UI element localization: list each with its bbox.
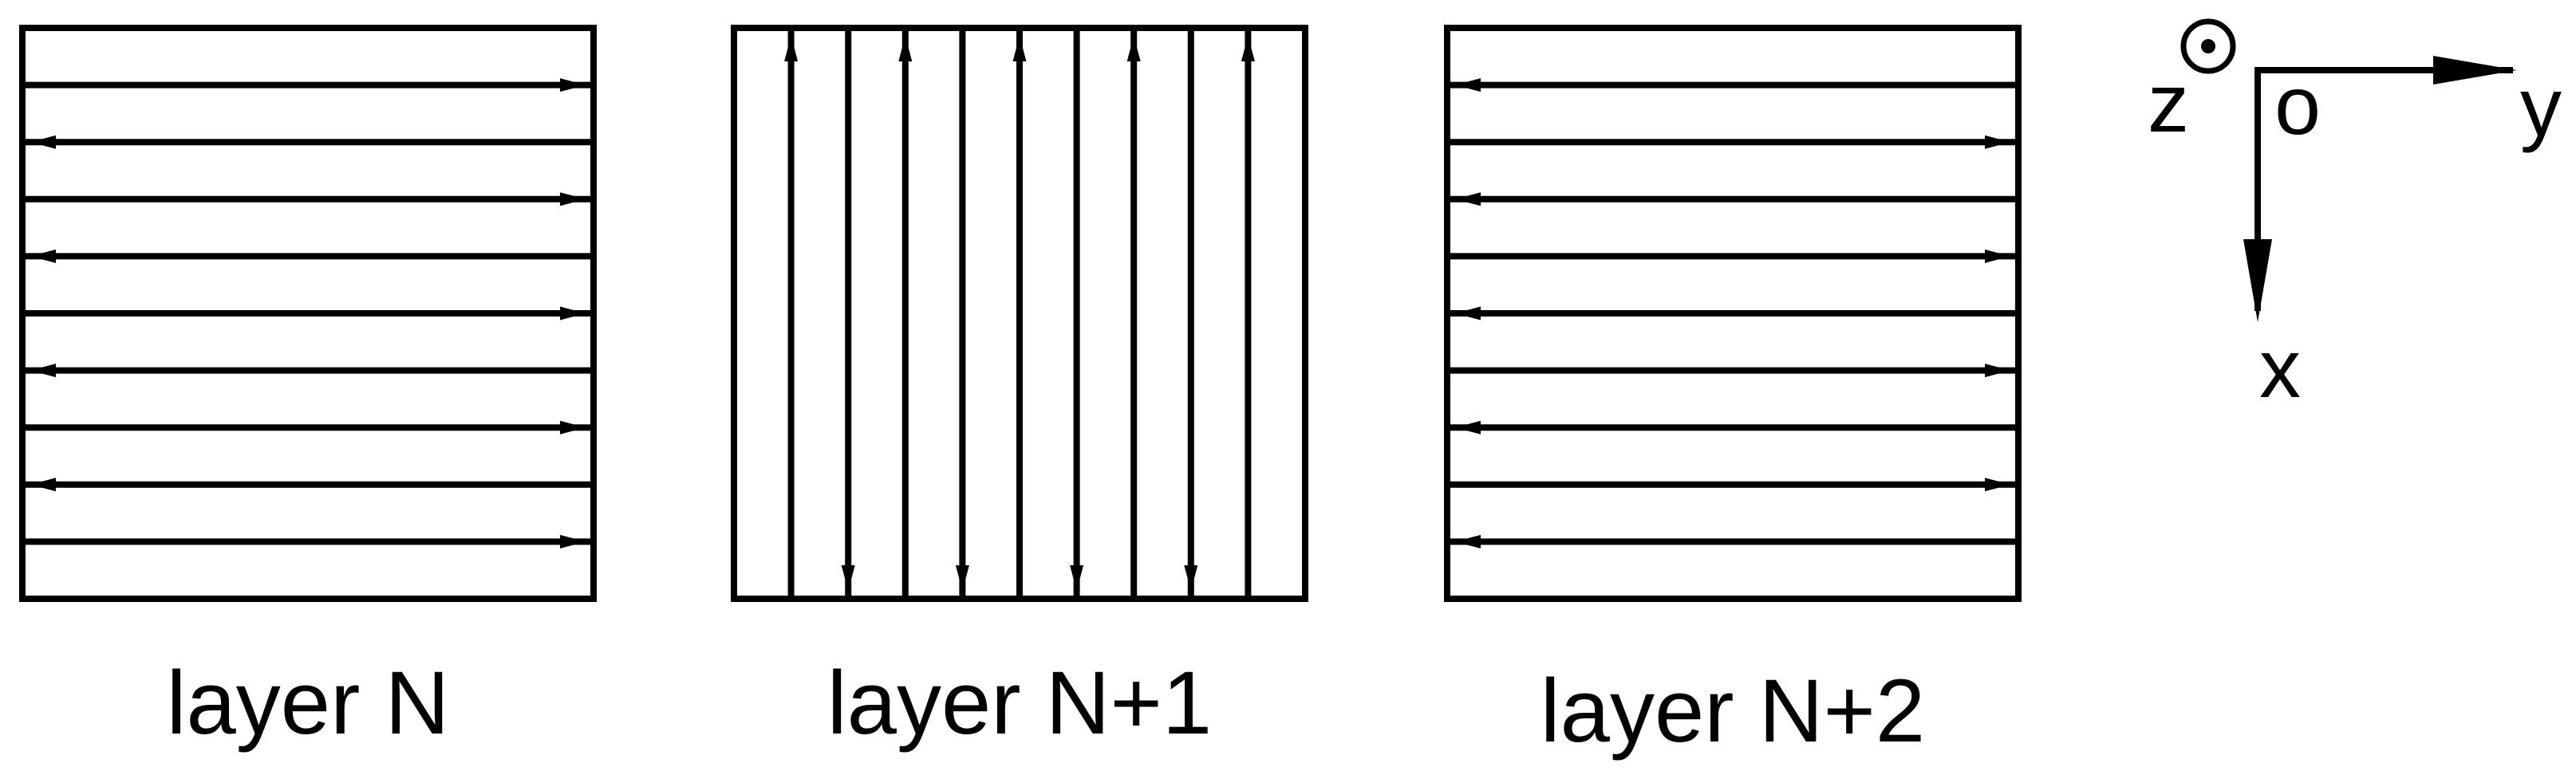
scan-direction-arrowhead (1455, 192, 1481, 207)
scan-direction-arrowhead (1455, 306, 1481, 321)
scan-direction-arrowhead (30, 249, 56, 263)
scan-direction-arrowhead (560, 78, 586, 92)
y-axis-arrowhead (2433, 56, 2517, 85)
scan-direction-arrowhead (955, 565, 969, 591)
scan-direction-arrowhead (1455, 534, 1481, 549)
y-axis-label: y (2520, 61, 2562, 154)
x-axis-label: x (2259, 323, 2301, 415)
scan-direction-arrowhead (560, 534, 586, 549)
scan-direction-arrowhead (560, 306, 586, 321)
hatch-lines (784, 28, 1255, 599)
hatch-lines (1447, 78, 2018, 549)
panel-label: layer N (167, 653, 450, 753)
z-axis-label: z (2148, 57, 2189, 150)
panel-label: layer N+2 (1540, 661, 1925, 761)
scan-direction-arrowhead (1455, 78, 1481, 92)
panel-layer-n-plus-2: layer N+2 (1444, 25, 2022, 761)
panel-layer-n: layer N (19, 25, 597, 753)
scan-direction-arrowhead (1012, 36, 1027, 61)
scan-direction-arrowhead (30, 364, 56, 378)
scan-direction-arrowhead (30, 478, 56, 492)
hatch-lines (22, 78, 594, 549)
scan-direction-arrowhead (841, 565, 855, 591)
scan-direction-arrowhead (1985, 478, 2010, 492)
coordinate-system: z o y x (2148, 18, 2562, 415)
scan-direction-arrowhead (1241, 36, 1255, 61)
scan-direction-arrowhead (560, 420, 586, 435)
scan-direction-arrowhead (1985, 135, 2010, 149)
scan-direction-arrowhead (1126, 36, 1141, 61)
scan-direction-arrowhead (784, 36, 799, 61)
scan-direction-arrowhead (1070, 565, 1084, 591)
scan-direction-arrowhead (1184, 565, 1198, 591)
x-axis-arrowhead (2243, 239, 2272, 322)
scan-direction-arrowhead (1985, 364, 2010, 378)
panel-label: layer N+1 (827, 653, 1212, 753)
scan-direction-arrowhead (1985, 249, 2010, 263)
scan-direction-arrowhead (898, 36, 913, 61)
panel-layer-n-plus-1: layer N+1 (731, 25, 1308, 753)
scan-direction-arrowhead (560, 192, 586, 207)
scan-direction-arrowhead (1455, 420, 1481, 435)
z-out-of-page-dot (2201, 39, 2215, 53)
scan-direction-arrowhead (30, 135, 56, 149)
origin-label: o (2274, 60, 2321, 152)
z-out-of-page-icon (2180, 18, 2236, 74)
